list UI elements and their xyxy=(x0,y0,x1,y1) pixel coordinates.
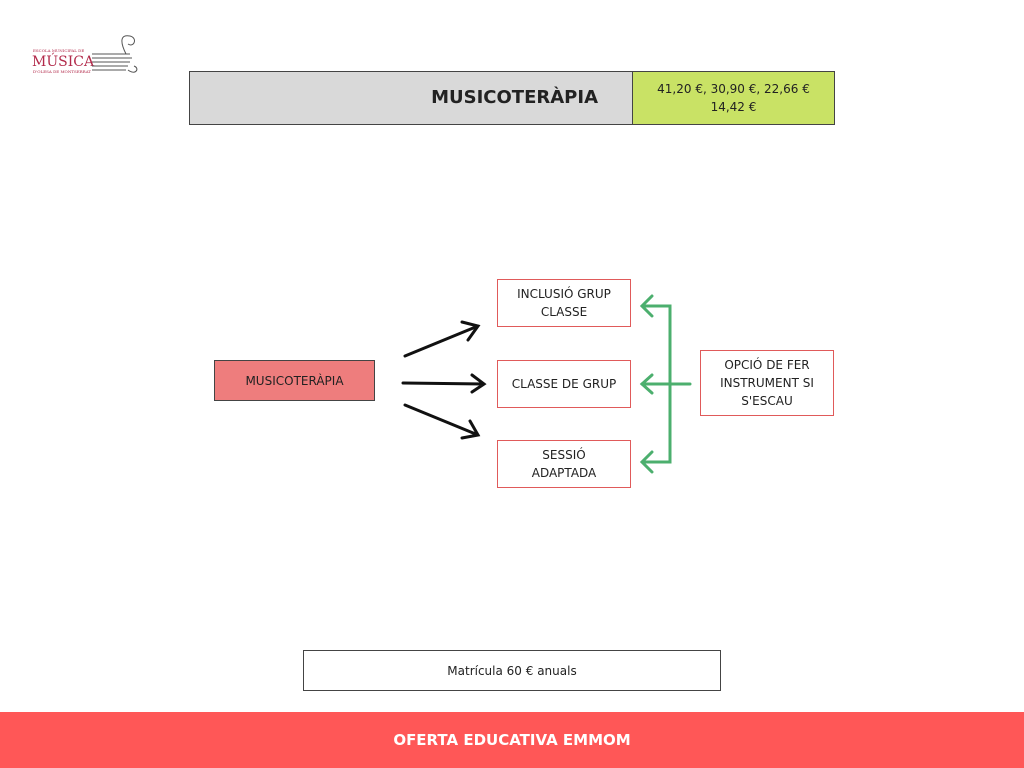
option-box: OPCIÓ DE FER INSTRUMENT SI S'ESCAU xyxy=(700,350,834,416)
logo-line2: MÚSICA xyxy=(32,54,95,70)
arrow-to-inclusio xyxy=(403,320,481,358)
source-box: MUSICOTERÀPIA xyxy=(214,360,375,401)
arrow-to-classe xyxy=(401,373,487,394)
enrollment-box: Matrícula 60 € anuals xyxy=(303,650,721,691)
violin-scroll-icon xyxy=(92,35,138,73)
footer-banner: OFERTA EDUCATIVA EMMOM xyxy=(0,712,1024,768)
target-box-classe: CLASSE DE GRUP xyxy=(497,360,631,408)
price-line2: 14,42 € xyxy=(710,100,757,114)
logo-line1: ESCOLA MUNICIPAL DE xyxy=(33,48,85,53)
page-title: MUSICOTERÀPIA xyxy=(189,71,633,125)
target-box-sessio: SESSIÓ ADAPTADA xyxy=(497,440,631,488)
logo: ESCOLA MUNICIPAL DE MÚSICA D'OLESA DE MO… xyxy=(30,32,142,82)
logo-line3: D'OLESA DE MONTSERRAT xyxy=(33,69,92,74)
arrow-to-sessio xyxy=(403,403,481,440)
price-line1: 41,20 €, 30,90 €, 22,66 € xyxy=(657,82,810,96)
target-box-inclusio: INCLUSIÓ GRUP CLASSE xyxy=(497,279,631,327)
price-box: 41,20 €, 30,90 €, 22,66 € 14,42 € xyxy=(632,71,835,125)
